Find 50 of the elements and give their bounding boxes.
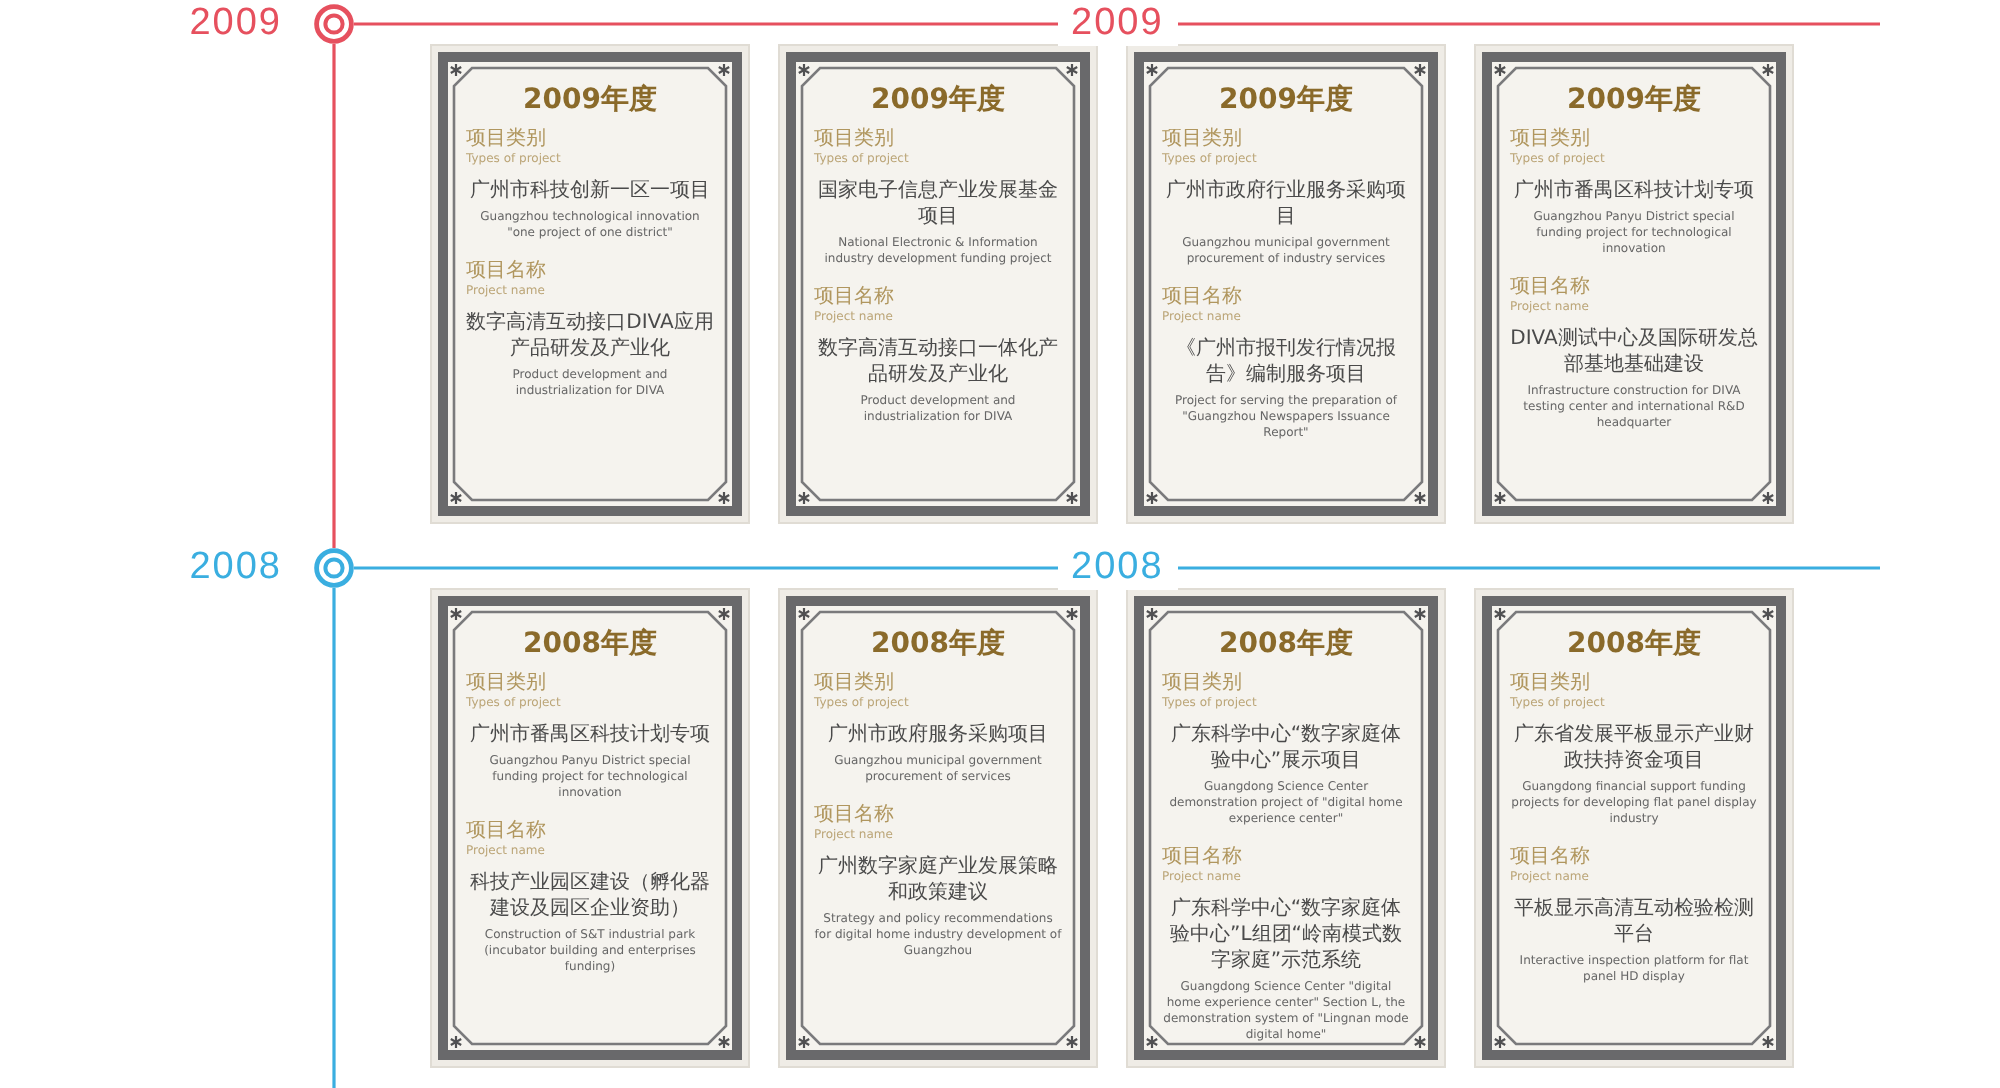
section-heading: 项目类别 — [466, 672, 546, 696]
section-heading: 项目类别 — [1510, 672, 1590, 696]
section-heading: 项目名称 — [1510, 276, 1590, 300]
section-heading: 项目类别 — [1162, 128, 1242, 152]
project-text: 广州市科技创新一区一项目 — [470, 178, 710, 204]
year-title: 2008年度 — [1219, 628, 1353, 662]
timeline-line — [332, 588, 336, 1088]
project-text: 数字高清互动接口一体化产品研发及产业化 — [816, 336, 1060, 388]
project-text: 广州数字家庭产业发展策略和政策建议 — [816, 854, 1060, 906]
project-text: 广州市番禺区科技计划专项 — [1514, 178, 1754, 204]
timeline-line — [354, 22, 1880, 26]
year-title: 2009年度 — [523, 84, 657, 118]
section-heading: 项目类别 — [814, 672, 894, 696]
project-text: 广州市政府行业服务采购项目 — [1164, 178, 1408, 230]
year-label: 2008 — [189, 544, 282, 592]
timeline-line — [332, 44, 336, 548]
project-text: 科技产业园区建设（孵化器建设及园区企业资助） — [468, 870, 712, 922]
project-text: 广东省发展平板显示产业财政扶持资金项目 — [1512, 722, 1756, 774]
project-text: 广州市政府服务采购项目 — [828, 722, 1048, 748]
project-text: 广州市番禺区科技计划专项 — [470, 722, 710, 748]
timeline-line — [354, 566, 1880, 570]
edge-label: 2008 — [1057, 546, 1178, 590]
project-text: 平板显示高清互动检验检测平台 — [1512, 896, 1756, 948]
section-heading: 项目类别 — [466, 128, 546, 152]
project-text: 国家电子信息产业发展基金项目 — [816, 178, 1060, 230]
section-heading: 项目名称 — [466, 820, 546, 844]
edge-label: 2009 — [1057, 2, 1178, 46]
year-title: 2008年度 — [523, 628, 657, 662]
project-text: 广东科学中心“数字家庭体验中心”L组团“岭南模式数字家庭”示范系统 — [1168, 896, 1404, 974]
section-heading: 项目名称 — [1510, 846, 1590, 870]
section-heading: 项目名称 — [1162, 846, 1242, 870]
section-heading: 项目类别 — [814, 128, 894, 152]
timeline-marker-icon — [314, 4, 354, 44]
section-heading: 项目类别 — [1510, 128, 1590, 152]
project-text: DIVA测试中心及国际研发总部基地基础建设 — [1510, 326, 1758, 378]
year-title: 2008年度 — [871, 628, 1005, 662]
year-label: 2009 — [189, 0, 282, 48]
section-heading: 项目名称 — [1162, 286, 1242, 310]
year-title: 2009年度 — [871, 84, 1005, 118]
section-heading: 项目名称 — [814, 804, 894, 828]
section-heading: 项目名称 — [814, 286, 894, 310]
section-heading: 项目类别 — [1162, 672, 1242, 696]
project-text: 《广州市报刊发行情况报告》编制服务项目 — [1174, 336, 1398, 388]
year-title: 2009年度 — [1219, 84, 1353, 118]
project-text: 数字高清互动接口DIVA应用产品研发及产业化 — [466, 310, 714, 362]
timeline-marker-icon — [314, 548, 354, 588]
year-title: 2008年度 — [1567, 628, 1701, 662]
year-title: 2009年度 — [1567, 84, 1701, 118]
section-heading: 项目名称 — [466, 260, 546, 284]
project-text: 广东科学中心“数字家庭体验中心”展示项目 — [1168, 722, 1404, 774]
